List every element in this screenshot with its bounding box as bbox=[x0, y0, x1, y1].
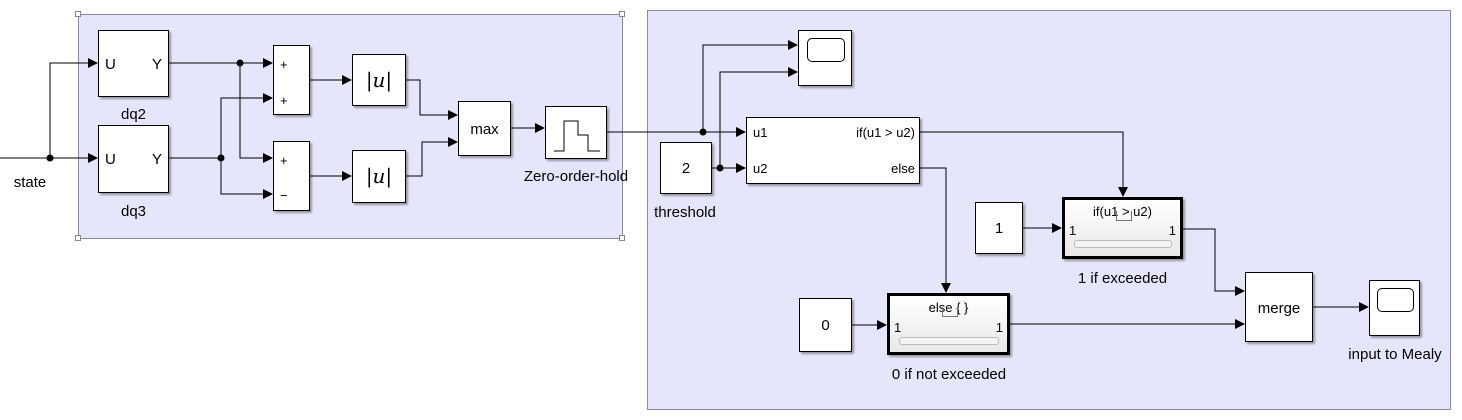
if-output-else: else bbox=[891, 161, 915, 176]
threshold-value: 2 bbox=[681, 160, 691, 177]
sum2-port2-sign: − bbox=[280, 188, 288, 203]
resize-handle-bl[interactable] bbox=[75, 235, 81, 241]
scope-top-block[interactable] bbox=[798, 30, 852, 86]
scope-mealy-screen-icon bbox=[1377, 288, 1414, 312]
abs2-block[interactable]: |u| bbox=[352, 150, 406, 203]
max-block[interactable]: max bbox=[458, 101, 511, 156]
if-block[interactable]: u1 u2 if(u1 > u2) else bbox=[746, 117, 920, 184]
else-action-title: else { } bbox=[928, 300, 969, 315]
zero-order-hold-label: Zero-order-hold bbox=[523, 168, 629, 185]
abs1-block[interactable]: |u| bbox=[352, 54, 406, 106]
if-input-u1: u1 bbox=[753, 125, 768, 140]
staircase-icon bbox=[554, 120, 600, 152]
scope-mealy-block[interactable] bbox=[1369, 280, 1420, 336]
if-action-in-port: 1 bbox=[1069, 223, 1077, 238]
else-action-slider-icon bbox=[899, 337, 999, 345]
if-action-trigger-port bbox=[1116, 211, 1132, 221]
right-area[interactable] bbox=[647, 10, 1451, 410]
sum2-port1-sign: + bbox=[280, 153, 288, 168]
dq2-out-port: Y bbox=[151, 56, 162, 73]
resize-handle-tr[interactable] bbox=[619, 11, 625, 17]
constant-one-block[interactable]: 1 bbox=[975, 202, 1023, 254]
merge-block[interactable]: merge bbox=[1245, 272, 1313, 342]
constant-one-value: 1 bbox=[994, 220, 1004, 237]
threshold-label: threshold bbox=[654, 204, 716, 221]
dq3-in-port: U bbox=[105, 151, 116, 168]
dq3-label: dq3 bbox=[120, 203, 147, 220]
else-action-trigger-port bbox=[942, 307, 958, 317]
dq2-label: dq2 bbox=[120, 106, 147, 123]
if-input-u2: u2 bbox=[753, 161, 768, 176]
zero-order-hold-block[interactable] bbox=[545, 106, 607, 159]
state-label: state bbox=[13, 174, 47, 191]
resize-handle-tl[interactable] bbox=[75, 11, 81, 17]
if-action-label: 1 if exceeded bbox=[1077, 270, 1168, 287]
dq3-out-port: Y bbox=[151, 151, 162, 168]
sum1-block[interactable]: + + bbox=[273, 45, 310, 115]
sum1-port1-sign: + bbox=[280, 57, 288, 72]
else-action-subsystem[interactable]: else { } 1 1 bbox=[887, 293, 1010, 355]
if-output-condition: if(u1 > u2) bbox=[856, 125, 915, 140]
else-action-out-port: 1 bbox=[995, 320, 1003, 335]
if-action-title: if(u1 > u2) bbox=[1093, 204, 1152, 219]
max-label: max bbox=[470, 121, 499, 138]
else-action-label: 0 if not exceeded bbox=[891, 366, 1007, 383]
if-action-slider-icon bbox=[1074, 240, 1172, 248]
else-action-in-port: 1 bbox=[894, 320, 902, 335]
constant-zero-value: 0 bbox=[821, 317, 830, 334]
threshold-constant-block[interactable]: 2 bbox=[660, 142, 712, 194]
abs1-symbol: |u| bbox=[365, 68, 393, 92]
scope-screen-icon bbox=[807, 38, 845, 62]
mealy-label: input to Mealy bbox=[1348, 346, 1442, 363]
if-action-out-port: 1 bbox=[1168, 223, 1176, 238]
sum1-port2-sign: + bbox=[280, 93, 288, 108]
abs2-symbol: |u| bbox=[365, 164, 393, 188]
resize-handle-br[interactable] bbox=[619, 235, 625, 241]
dq2-block[interactable]: U Y bbox=[98, 30, 169, 97]
merge-label: merge bbox=[1257, 300, 1301, 317]
dq3-block[interactable]: U Y bbox=[98, 125, 169, 193]
dq2-in-port: U bbox=[105, 56, 116, 73]
if-action-subsystem[interactable]: if(u1 > u2) 1 1 bbox=[1062, 197, 1183, 259]
sum2-block[interactable]: + − bbox=[273, 141, 310, 211]
constant-zero-block[interactable]: 0 bbox=[799, 298, 852, 352]
